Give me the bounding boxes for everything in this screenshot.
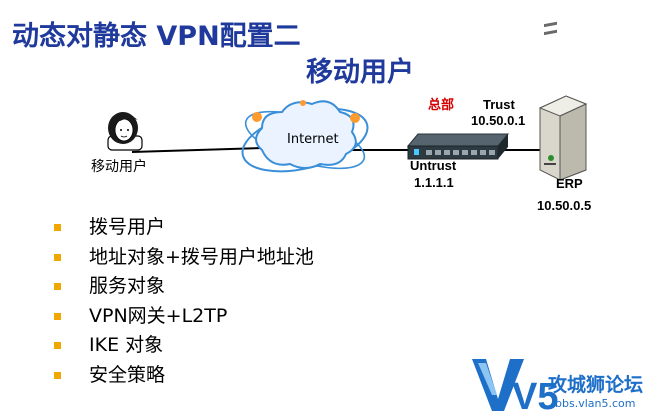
watermark-site-name: 攻城狮论坛 — [548, 374, 644, 396]
untrust-zone-label: Untrust — [410, 158, 457, 173]
list-item: 拨号用户 — [54, 213, 314, 243]
bullet-square-icon — [54, 253, 61, 261]
bullet-square-icon — [54, 342, 61, 349]
trust-ip-label: 10.50.0.1 — [471, 113, 526, 128]
logo-text: V5 — [512, 376, 558, 415]
list-item-text: 服务对象 — [89, 275, 166, 297]
list-item: IKE 对象 — [54, 331, 314, 361]
mobile-user-label: 移动用户 — [91, 158, 147, 174]
mobile-user-icon — [107, 112, 143, 151]
untrust-ip-label: 1.1.1.1 — [414, 175, 454, 190]
watermark-url: bbs.vlan5.com — [555, 397, 636, 410]
list-item-text: IKE 对象 — [89, 334, 164, 356]
list-item-text: VPN网关+L2TP — [89, 304, 228, 327]
v5-logo-icon: V5 — [472, 359, 558, 415]
internet-label: Internet — [287, 132, 339, 147]
hq-label: 总部 — [428, 97, 455, 112]
bullet-square-icon — [54, 283, 61, 290]
slide-title-line1: 动态对静态 VPN配置二 — [12, 21, 301, 52]
slide-title-line2: 移动用户 — [306, 57, 414, 88]
erp-server-icon — [538, 21, 588, 181]
firewall-device-icon — [406, 133, 510, 160]
list-item-text: 地址对象+拨号用户地址池 — [89, 245, 314, 268]
list-item: 地址对象+拨号用户地址池 — [54, 243, 314, 273]
list-item: 安全策略 — [54, 361, 314, 391]
bullet-square-icon — [54, 371, 61, 379]
trust-zone-label: Trust — [483, 97, 515, 112]
erp-server-label: ERP — [556, 176, 583, 191]
bullet-square-icon — [54, 224, 61, 231]
config-steps-list: 拨号用户 地址对象+拨号用户地址池 服务对象 VPN网关+L2TP IKE 对象… — [54, 213, 314, 390]
list-item: VPN网关+L2TP — [54, 302, 314, 332]
bullet-square-icon — [54, 312, 61, 320]
link-user-internet — [131, 147, 263, 153]
erp-server-ip-label: 10.50.0.5 — [537, 198, 592, 213]
list-item-text: 拨号用户 — [89, 216, 166, 238]
list-item-text: 安全策略 — [89, 363, 166, 386]
list-item: 服务对象 — [54, 272, 314, 302]
internet-cloud-icon — [241, 100, 369, 173]
